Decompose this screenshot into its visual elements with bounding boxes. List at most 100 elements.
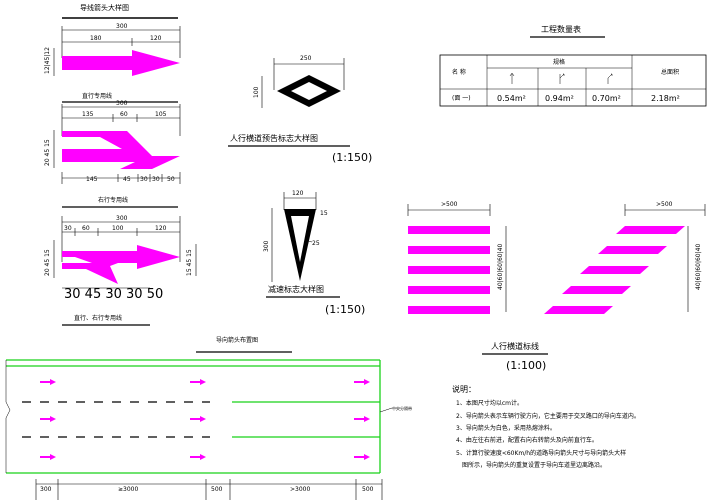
a2-top-dim-1: 135 <box>82 111 94 118</box>
yield-title-group: 减速标志大样图 (1:150) <box>266 284 365 316</box>
table-cell-straight: 0.54m² <box>497 94 526 103</box>
a3-side-left-dim: 20 45 15 <box>44 249 51 276</box>
combo-arrow-bottom-dims: 30 45 30 30 50 <box>62 287 163 302</box>
tri-width-dim: 120 <box>292 190 304 197</box>
a1-right-dim: 120 <box>150 35 162 42</box>
straight-right-arrow-icon <box>559 73 565 84</box>
notes-heading: 说明： <box>452 384 476 394</box>
triangle-inner <box>291 216 309 262</box>
cw-left-stripe <box>408 286 490 294</box>
layout-plan-title: 导向箭头布置图 <box>216 336 258 344</box>
a1-side-dim: 12|45|12 <box>44 47 51 74</box>
crosswalk-title: 人行横道标线 <box>491 341 539 351</box>
cw-left-stripe <box>408 306 490 314</box>
straight-right-lane-label-group: 直行、右行专用线 <box>62 314 150 326</box>
a2-side-dim: 20 45 15 <box>44 139 51 166</box>
cw-right-stripe <box>544 306 613 314</box>
a2-bottom-dim-1: 145 <box>86 176 98 183</box>
note-line-5: 5、计算行驶速度<60Km/h的道路导向箭头尺寸与导向箭头大样 <box>456 449 626 457</box>
arrow-detail-title-group: 导线箭头大样图 <box>62 3 178 19</box>
cw-right-stripe <box>580 266 649 274</box>
yield-scale: (1:150) <box>325 303 365 316</box>
cw-left-width-dim: >500 <box>441 201 458 208</box>
triangle-dims: 120 300 15 25 <box>263 190 328 282</box>
plan-arrow <box>354 454 370 460</box>
right-turn-lane-label-group: 右行专用线 <box>62 196 178 208</box>
crosswalk-left-dims: >500 40|60|60|60|40 <box>407 201 507 312</box>
right-turn-lane-label: 右行专用线 <box>98 196 128 204</box>
table-row-label: (面 一) <box>452 95 471 102</box>
a3-side-right-dim: 15 45 15 <box>186 249 193 276</box>
quantity-table: 工程数量表 名 称 规格 总面积 (面 一) 0.54m² 0.94m² 0.7… <box>439 24 707 107</box>
a1-left-dim: 180 <box>90 35 102 42</box>
straight-arrow-dims: 300 180 120 12|45|12 <box>44 23 181 76</box>
straight-right-lane-label: 直行、右行专用线 <box>74 314 122 322</box>
notes-block: 说明： 1、本图尺寸均以cm计。 2、导向箭头表示车辆行驶方向，它主要用于交叉路… <box>452 384 640 469</box>
tri-side-b-dim: 25 <box>312 240 320 247</box>
plan-dim-1: 300 <box>40 486 52 493</box>
crosswalk-right-stripes <box>544 226 685 314</box>
yield-title: 减速标志大样图 <box>268 284 324 294</box>
plan-dim-3: 500 <box>211 486 223 493</box>
a2-bottom-dim-3: 30 <box>140 176 148 183</box>
a3-top-dim-1: 30 <box>64 225 72 232</box>
cw-right-stripe <box>598 246 667 254</box>
diamond-width-dim: 250 <box>300 55 312 62</box>
crosswalk-right-dims: >500 40|60|60|60|40 <box>624 201 706 312</box>
plan-arrow <box>40 454 56 460</box>
table-cell-turn: 0.70m² <box>592 94 621 103</box>
diamond-height-dim: 100 <box>253 86 260 98</box>
combo-arrow-shape <box>62 245 180 284</box>
a3-bottom-dims: 30 45 30 30 50 <box>64 287 163 302</box>
arrow-detail-title: 导线箭头大样图 <box>80 3 129 12</box>
turn-arrow-dims: 300 135 60 105 20 45 15 <box>44 100 181 168</box>
quantity-table-title: 工程数量表 <box>541 24 581 34</box>
turn-arrow-shape <box>62 131 180 169</box>
diamond-inner <box>291 82 327 100</box>
crossing-warning-title: 人行横道预告标志大样图 <box>230 133 318 143</box>
a3-top-dim-4: 120 <box>155 225 167 232</box>
note-line-6: 图所示，导向箭头的重复设置于导向车道里边离路沿。 <box>462 461 606 469</box>
a3-top-dim-2: 60 <box>82 225 90 232</box>
table-col-total: 总面积 <box>661 68 679 76</box>
table-col-name: 名 称 <box>452 68 466 76</box>
crosswalk-scale: (1:100) <box>506 359 546 372</box>
cw-left-side-dim: 40|60|60|60|40 <box>497 244 504 290</box>
layout-plan-title-group: 导向箭头布置图 <box>196 336 292 353</box>
plan-arrow <box>354 379 370 385</box>
plan-bottom-dims: 300 ≥3000 500 >3000 500 <box>35 479 383 500</box>
cw-right-stripe <box>616 226 685 234</box>
plan-side-label: 中央分隔带 <box>392 405 412 411</box>
straight-arrow-icon <box>509 72 515 84</box>
straight-lane-label-group: 直行专用线 <box>62 92 178 103</box>
plan-arrow <box>190 379 206 385</box>
table-col-spec: 规格 <box>553 58 565 66</box>
a3-total-dim: 300 <box>116 215 128 222</box>
plan-arrow <box>40 416 56 422</box>
cw-left-stripe <box>408 226 490 234</box>
crossing-warning-scale: (1:150) <box>332 151 372 164</box>
turn-arrow-bottom-dims: 145 45 30 30 50 <box>61 172 181 184</box>
table-cell-combo: 0.94m² <box>545 94 574 103</box>
a2-bottom-dim-5: 50 <box>167 176 175 183</box>
note-line-1: 1、本图尺寸均以cm计。 <box>456 399 523 407</box>
a2-top-dim-3: 105 <box>155 111 167 118</box>
table-cell-total: 2.18m² <box>651 94 680 103</box>
diamond-dims: 250 100 <box>253 55 345 108</box>
a1-total-dim: 300 <box>116 23 128 30</box>
plan-arrow <box>190 454 206 460</box>
note-line-2: 2、导向箭头表示车辆行驶方向，它主要用于交叉路口的导向车道内。 <box>456 412 640 420</box>
cw-right-stripe <box>562 286 631 294</box>
tri-side-a-dim: 15 <box>320 210 328 217</box>
a3-top-dim-3: 100 <box>112 225 124 232</box>
crosswalk-left-stripes <box>408 226 490 314</box>
plan-dim-5: 500 <box>362 486 374 493</box>
cw-right-width-dim: >500 <box>656 201 673 208</box>
combo-arrow-dims: 300 30 60 100 120 20 45 15 15 45 15 <box>44 215 197 278</box>
note-line-3: 3、导向箭头为白色，采用热熔涂料。 <box>456 424 556 432</box>
road-plan: 中央分隔带 <box>5 359 412 474</box>
straight-lane-label: 直行专用线 <box>82 92 112 100</box>
a2-top-dim-2: 60 <box>120 111 128 118</box>
a2-total-dim: 300 <box>116 100 128 107</box>
right-turn-arrow-icon <box>607 73 613 84</box>
